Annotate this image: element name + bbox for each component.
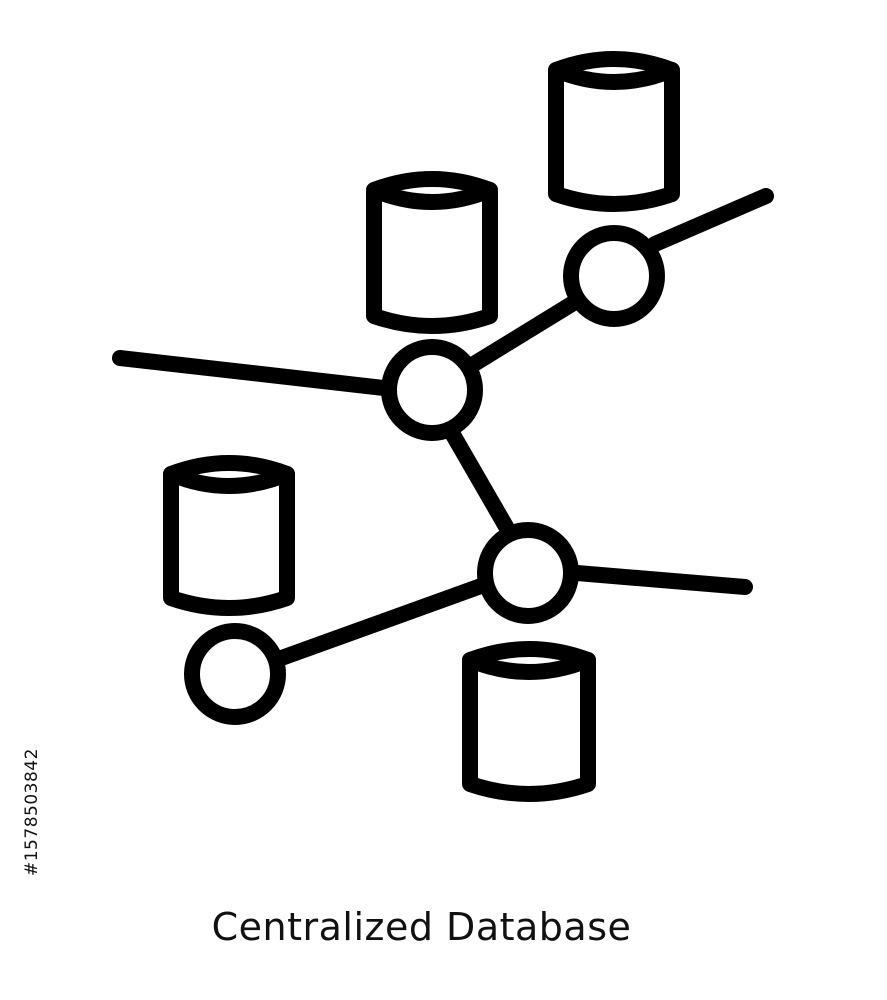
- network-node-icon: [477, 522, 579, 624]
- database-cylinder-icon: [163, 455, 295, 616]
- network-node-icon: [563, 225, 665, 327]
- connector-line: [112, 350, 392, 396]
- connector-line: [647, 188, 774, 252]
- stock-id-label: #1578503842: [22, 748, 42, 876]
- connector-line: [268, 578, 489, 668]
- database-cylinder-icon: [548, 51, 680, 212]
- connector-line: [569, 565, 753, 595]
- caption-text: Centralized Database: [211, 905, 632, 949]
- network-node-icon: [381, 339, 483, 441]
- connector-line: [444, 425, 516, 538]
- database-cylinder-icon: [366, 171, 498, 334]
- database-cylinder-icon: [462, 641, 596, 802]
- icon-caption: Centralized Database: [0, 905, 887, 949]
- network-node-icon: [184, 623, 286, 725]
- connector-line: [466, 294, 583, 372]
